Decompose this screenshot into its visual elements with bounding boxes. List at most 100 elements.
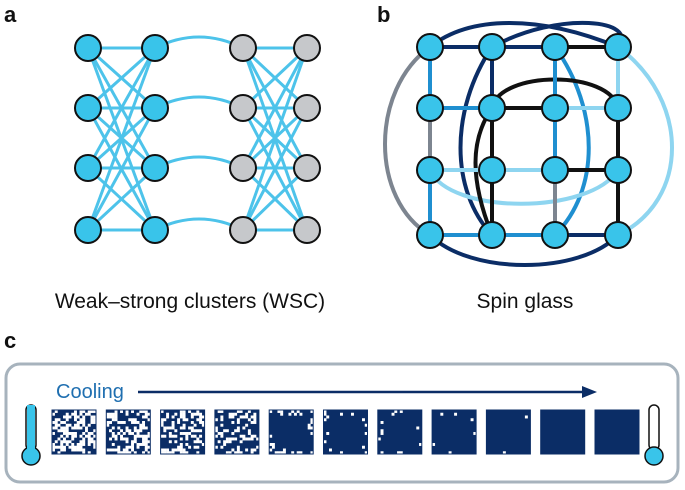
spin-cell — [280, 410, 284, 413]
spin-cell — [419, 443, 422, 446]
spin-cell — [63, 415, 66, 419]
cooling-snapshot — [323, 409, 368, 455]
spin-cell — [125, 451, 129, 455]
spin-cell — [144, 440, 148, 444]
spin-cell — [125, 445, 129, 449]
spin-cell — [65, 429, 69, 433]
spin-cell — [142, 426, 145, 430]
cooling-snapshot — [105, 409, 151, 455]
spin-cell — [79, 443, 83, 446]
thermometer-tube — [648, 404, 660, 451]
spin-cell — [397, 451, 400, 455]
spin-cell — [239, 440, 243, 444]
spin-cell — [133, 440, 137, 444]
spin-cell — [79, 412, 83, 416]
spin-cell — [142, 410, 145, 413]
spin-cell — [269, 410, 273, 413]
spin-cell — [147, 418, 151, 422]
spin-cell — [250, 437, 254, 441]
spin-cell — [223, 440, 227, 444]
spin-cell — [199, 415, 203, 419]
spin-cell — [168, 440, 172, 444]
spin-cell — [109, 437, 112, 441]
spin-cell — [54, 426, 58, 430]
spin-cell — [74, 423, 77, 427]
spin-cell — [147, 412, 151, 416]
spin-cell — [136, 429, 140, 433]
spin-cell — [54, 440, 58, 444]
spin-cell — [63, 432, 66, 435]
spin-cell — [79, 421, 83, 424]
spin-cell — [111, 432, 115, 435]
spin-cell — [377, 437, 381, 441]
spin-cell — [163, 451, 167, 455]
spin-node — [604, 221, 632, 249]
spin-cell — [90, 410, 94, 413]
spin-cell — [117, 451, 121, 455]
spin-cell — [193, 440, 197, 444]
spin-cell — [144, 426, 148, 430]
spin-cell — [340, 451, 343, 455]
spin-cell — [166, 426, 170, 430]
spin-cell — [196, 429, 200, 433]
spin-cell — [271, 445, 275, 449]
spin-node — [478, 156, 506, 184]
spin-cell — [76, 415, 80, 419]
spin-cell — [231, 415, 235, 419]
wsc-node-gray — [293, 94, 321, 122]
spin-cell — [245, 437, 249, 441]
spin-cell — [144, 434, 148, 438]
spin-cell — [196, 412, 200, 416]
snapshot-bg — [323, 410, 368, 454]
spin-cell — [217, 440, 221, 444]
spin-cell — [174, 434, 178, 438]
spin-cell — [277, 451, 281, 455]
spin-glass-arc — [383, 45, 432, 237]
spin-cell — [76, 443, 80, 446]
spin-cell — [179, 443, 183, 446]
spin-cell — [131, 448, 134, 452]
spin-cell — [296, 451, 300, 455]
spin-cell — [250, 421, 254, 424]
spin-cell — [185, 437, 189, 441]
spin-cell — [299, 412, 303, 416]
spin-cell — [111, 412, 115, 416]
wsc-edge — [241, 46, 309, 110]
spin-node — [478, 221, 506, 249]
spin-glass-arc — [428, 233, 620, 267]
spin-cell — [120, 421, 123, 424]
spin-cell — [185, 432, 189, 435]
wsc-node-gray — [293, 154, 321, 182]
spin-cell — [125, 448, 129, 452]
spin-cell — [136, 434, 140, 438]
spin-cell — [199, 421, 203, 424]
spin-cell — [85, 426, 88, 430]
spin-cell — [201, 443, 205, 446]
spin-cell — [114, 418, 118, 422]
thermometer-hot-icon — [21, 404, 41, 466]
spin-node — [478, 94, 506, 122]
wsc-node-gray — [293, 216, 321, 244]
cooling-snapshot — [160, 409, 206, 455]
wsc-node-blue — [74, 154, 102, 182]
spin-cell — [68, 445, 72, 449]
spin-cell — [160, 451, 164, 455]
spin-cell — [253, 415, 257, 419]
spin-cell — [65, 434, 69, 438]
spin-cell — [190, 429, 194, 433]
panel-b-caption: Spin glass — [476, 290, 574, 313]
spin-cell — [185, 451, 189, 455]
spin-cell — [106, 412, 110, 416]
spin-cell — [65, 412, 69, 416]
spin-cell — [234, 437, 238, 441]
cooling-snapshot — [540, 409, 586, 455]
panel-b-letter: b — [377, 2, 391, 27]
spin-cell — [228, 415, 232, 419]
spin-cell — [253, 434, 257, 438]
wsc-edge — [86, 46, 157, 110]
spin-cell — [136, 445, 140, 449]
spin-cell — [63, 437, 66, 441]
spin-cell — [52, 421, 55, 424]
spin-cell — [79, 440, 83, 444]
